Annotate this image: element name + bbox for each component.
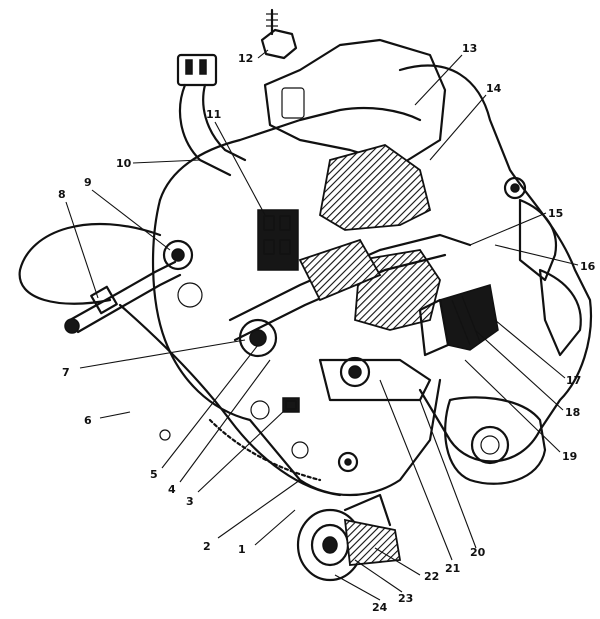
callout-15: 15 [548,207,563,220]
callout-21: 21 [445,562,460,575]
leader-lines [65,49,579,601]
plug-wire [178,83,232,177]
fan-blade [518,198,558,282]
callout-5: 5 [150,468,158,481]
plug-socket [282,397,300,413]
cover-hole [177,282,203,308]
callout-8: 8 [58,188,66,201]
ground-strap [118,303,342,497]
callout-24: 24 [372,601,388,614]
callout-14: 14 [486,82,502,95]
rotor-shaft [228,233,472,322]
rear-bearing [238,318,278,358]
screw-collar [162,239,194,271]
cover-hole-3 [291,441,309,459]
terminal-bolt [260,28,298,60]
capacitor [339,356,371,388]
bonding-wire [18,222,162,305]
cover-top [158,106,422,202]
callout-13: 13 [462,42,477,55]
adjusting-screw [68,260,177,322]
callout-1: 1 [238,543,246,556]
callout-2: 2 [203,540,211,553]
callout-23: 23 [398,592,413,605]
callout-9: 9 [84,176,92,189]
callout-17: 17 [566,374,581,387]
callout-4: 4 [168,483,176,496]
rectifier-block [439,284,499,351]
alternator-drawing [18,8,592,582]
callout-11: 11 [206,108,221,121]
callout-labels: 1 2 3 4 5 6 7 8 9 10 11 12 13 14 15 16 1… [58,42,596,614]
cover-hole-2 [250,400,270,420]
drive-end-housing [398,64,592,463]
mounting-ear [444,396,547,485]
through-bolt [337,451,359,473]
callout-3: 3 [186,495,194,508]
callout-6: 6 [84,414,92,427]
callout-10: 10 [116,157,132,170]
stator-core [319,144,432,231]
rotor-winding [298,238,382,302]
callout-19: 19 [562,450,577,463]
callout-20: 20 [470,546,486,559]
plug-connector [176,53,218,87]
callout-22: 22 [424,570,439,583]
adjusting-nut [90,285,118,315]
terminal-nut [503,176,527,200]
callout-16: 16 [580,260,596,273]
pulley-belt-groove [343,518,402,566]
callout-18: 18 [565,406,580,419]
callout-12: 12 [238,52,253,65]
regulator-housing [263,38,447,167]
fan-blade-lower [538,268,582,357]
callout-7: 7 [62,366,70,379]
mounting-ear-hole [470,425,510,465]
